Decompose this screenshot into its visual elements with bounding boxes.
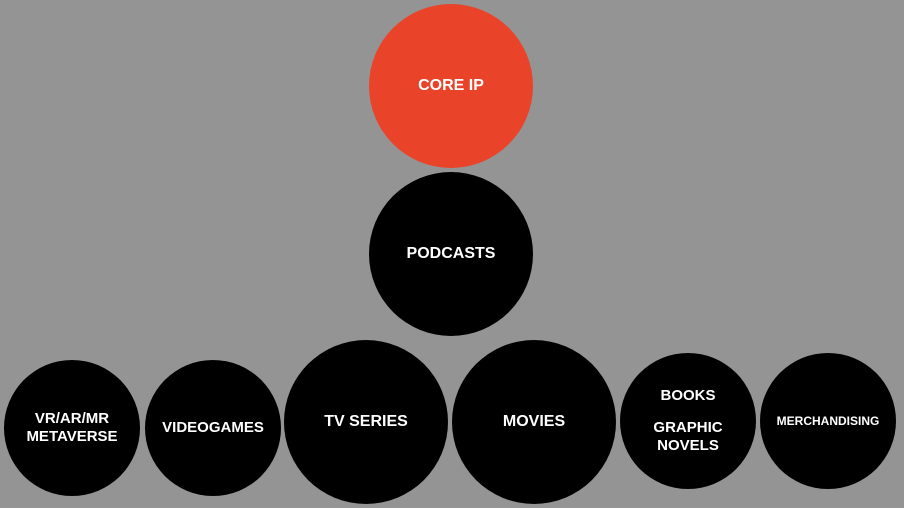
books-label: BOOKS	[660, 387, 716, 404]
vr-label: VR/AR/MR	[34, 410, 110, 427]
books-node: BOOKS GRAPHIC NOVELS	[620, 353, 756, 489]
tv-series-node: TV SERIES	[284, 340, 448, 504]
videogames-node: VIDEOGAMES	[145, 360, 281, 496]
graphic-label: GRAPHIC	[653, 419, 723, 436]
core-ip-label: CORE IP	[418, 77, 484, 95]
vr-metaverse-node: VR/AR/MR METAVERSE	[4, 360, 140, 496]
movies-node: MOVIES	[452, 340, 616, 504]
tv-series-label: TV SERIES	[324, 413, 408, 431]
podcasts-label: PODCASTS	[406, 245, 496, 263]
movies-label: MOVIES	[502, 413, 566, 431]
videogames-label: VIDEOGAMES	[162, 419, 264, 436]
merchandising-label: MERCHANDISING	[776, 413, 880, 428]
metaverse-label: METAVERSE	[26, 428, 118, 445]
novels-label: NOVELS	[657, 437, 719, 454]
merchandising-node: MERCHANDISING	[760, 353, 896, 489]
core-ip-node: CORE IP	[369, 4, 533, 168]
podcasts-node: PODCASTS	[369, 172, 533, 336]
